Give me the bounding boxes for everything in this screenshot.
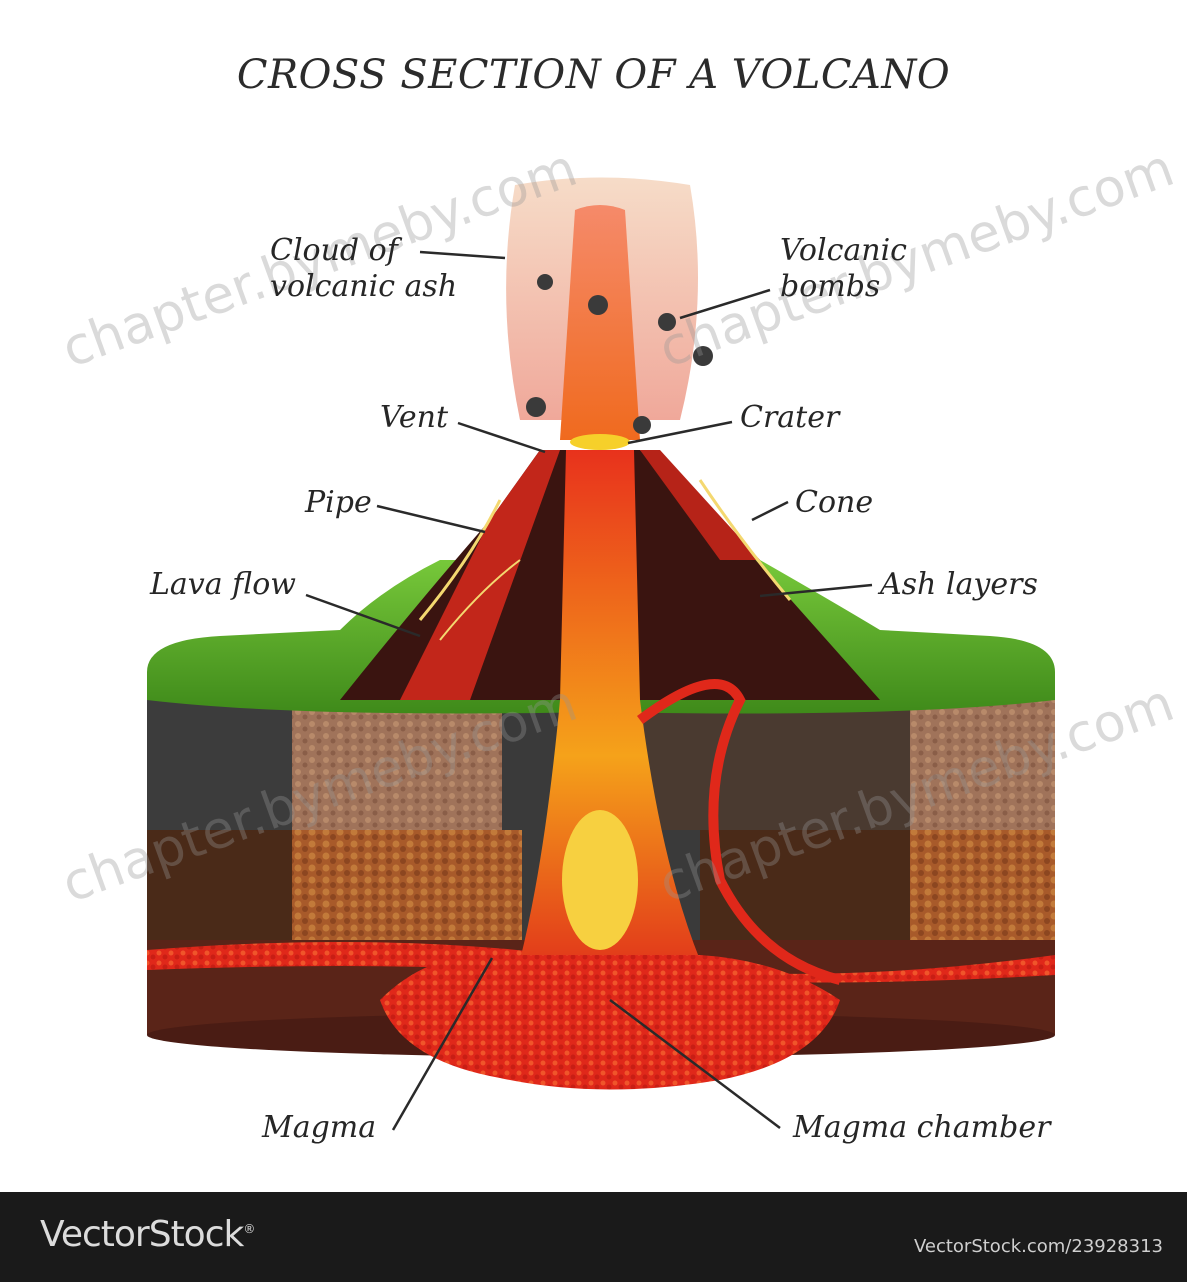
brand-name: VectorStock	[40, 1214, 243, 1255]
label-magma: Magma	[262, 1110, 376, 1146]
label-cloud-line-1: Cloud of	[270, 233, 457, 269]
footer-bar: VectorStock® VectorStock.com/23928313	[0, 1192, 1187, 1282]
label-bombs-line-1: Volcanic	[780, 233, 907, 269]
label-bombs-line-2: bombs	[780, 269, 907, 305]
label-volcanic-bombs: Volcanic bombs	[780, 233, 907, 305]
label-lava-flow: Lava flow	[150, 567, 296, 603]
label-cloud-line-2: volcanic ash	[270, 269, 457, 305]
label-crater: Crater	[740, 400, 839, 436]
registered-mark: ®	[243, 1222, 254, 1236]
label-magma-chamber: Magma chamber	[793, 1110, 1050, 1146]
image-source-url: VectorStock.com/23928313	[914, 1236, 1163, 1257]
diagram-title: CROSS SECTION OF A VOLCANO	[0, 52, 1187, 98]
label-cone: Cone	[795, 485, 873, 521]
label-ash-layers: Ash layers	[880, 567, 1038, 603]
label-cloud-of-volcanic-ash: Cloud of volcanic ash	[270, 233, 457, 305]
label-pipe: Pipe	[305, 485, 372, 521]
label-vent: Vent	[380, 400, 448, 436]
vectorstock-logo: VectorStock®	[40, 1214, 254, 1255]
